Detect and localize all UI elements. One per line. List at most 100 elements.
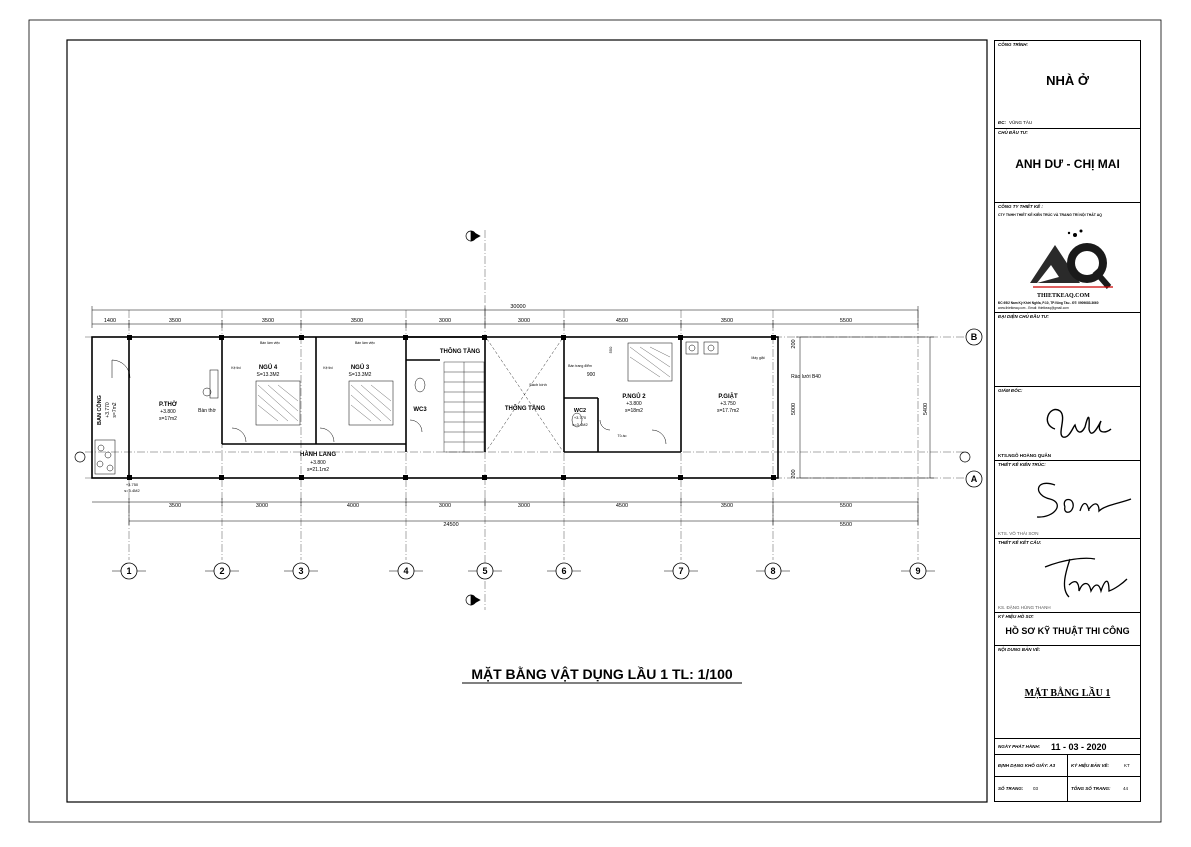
- so-trang: 03: [1033, 786, 1039, 791]
- ky-hieu-ban-ve: KT: [1124, 763, 1130, 768]
- tk-ket-cau-name: KS. ĐẶNG HÙNG THANH: [998, 605, 1051, 610]
- grid-label-2: 2: [219, 566, 224, 576]
- architect-cell: THIẾT KẾ KIẾN TRÚC: KTS. VÕ THÁI SƠN: [995, 461, 1140, 539]
- hanh-lang-name: HÀNH LANG: [300, 451, 336, 458]
- cty-label: CÔNG TY THIẾT KẾ :: [998, 204, 1043, 209]
- architect-signature: [1036, 482, 1132, 518]
- p-tho-level: +3.800: [160, 409, 176, 415]
- rao-luoi-label: Rào lưới B40: [791, 374, 821, 380]
- address-label: ĐC:: [998, 120, 1006, 125]
- thong-tang-small: THÔNG TẦNG: [440, 347, 481, 355]
- director-signature: [1046, 408, 1112, 438]
- owner-cell: CHỦ ĐẦU TƯ: ANH DƯ - CHỊ MAI: [995, 129, 1140, 203]
- ky-hieu-ho-so-label: KÝ HIỆU HỒ SƠ:: [998, 614, 1034, 619]
- p-tho-area: s=17m2: [159, 416, 177, 422]
- dim-bottom-3: 4000: [347, 503, 359, 509]
- company-web: www.thietkeaq.com - Email: thietkeaq@gma…: [998, 306, 1069, 310]
- dim-total-top: 30000: [510, 304, 525, 310]
- wc3-name: WC3: [413, 407, 427, 413]
- dim-right-1: 200: [791, 339, 797, 348]
- dim-bottom-2: 3000: [256, 503, 268, 509]
- ngu3-name: NGỦ 3: [351, 364, 370, 371]
- ban-cong-name: BAN CÔNG: [95, 395, 103, 425]
- dimension-texts: 30000 1400 3500 3500 3500 3000 3000 4500…: [104, 304, 929, 528]
- grid-label-4: 4: [403, 566, 408, 576]
- bottom-small-1: +3.750: [126, 482, 139, 487]
- sach-kinh-label: Sách kính: [529, 382, 547, 387]
- p-giat-area: s=17.7m2: [717, 408, 739, 414]
- project-cell: CÔNG TRÌNH: NHÀ Ở ĐC: VŨNG TÀU: [995, 41, 1140, 129]
- p-ngu2-area: s=18m2: [625, 408, 643, 414]
- grid-label-8: 8: [770, 566, 775, 576]
- section-markers: [74, 230, 971, 606]
- dim-bottom-7: 3500: [721, 503, 733, 509]
- ngay-label: NGÀY PHÁT HÀNH:: [998, 744, 1041, 749]
- dim-top-9: 5500: [840, 318, 852, 324]
- columns: [127, 335, 776, 480]
- dim-top-3: 3500: [262, 318, 274, 324]
- grid-label-a: A: [971, 474, 978, 484]
- dim-top-2: 3500: [169, 318, 181, 324]
- drawing-title: MẶT BẰNG VẬT DỤNG LẦU 1 TL: 1/100: [471, 665, 733, 682]
- grid-label-9: 9: [915, 566, 920, 576]
- ngu4-desk-label: Bàn làm việc: [260, 341, 280, 345]
- dim-top-6: 3000: [518, 318, 530, 324]
- ngu3-area: S=13.3M2: [349, 372, 372, 378]
- tu-ao-label: Tủ áo: [618, 434, 627, 438]
- logo-site: THIETKEAQ.COM: [1037, 293, 1090, 299]
- grid-lines: [85, 230, 965, 610]
- p-ngu2-name: P.NGỦ 2: [622, 393, 646, 400]
- engineer-signature: [1044, 557, 1128, 598]
- grid-labels: 1 2 3 4 5 6 7 8 9 B A: [126, 332, 977, 576]
- dim-bottom-8: 5500: [840, 503, 852, 509]
- wc2-name: WC2: [574, 408, 586, 414]
- ban-cong-area: s=7m2: [112, 402, 118, 417]
- ban-trang-diem-label: Bàn trang điểm: [568, 364, 592, 368]
- doors: [111, 359, 667, 445]
- drawing-frame: [66, 39, 988, 803]
- representative-cell: ĐẠI DIỆN CHỦ ĐẦU TƯ:: [995, 313, 1140, 387]
- ngu4-tv-label: Kệ tivi: [231, 366, 241, 370]
- dim-bottom-4: 3000: [439, 503, 451, 509]
- cong-trinh-label: CÔNG TRÌNH:: [998, 42, 1028, 47]
- tk-kien-truc-label: THIẾT KẾ KIẾN TRÚC:: [998, 462, 1046, 467]
- content-cell: NỘI DUNG BẢN VẼ: MẶT BẰNG LẦU 1: [995, 646, 1140, 739]
- director-cell: GIÁM ĐỐC: KTS.NGÔ HOÀNG QUÂN: [995, 387, 1140, 461]
- structure-cell: THIẾT KẾ KẾT CẤU: KS. ĐẶNG HÙNG THANH: [995, 539, 1140, 613]
- dim-550: 550: [608, 346, 613, 353]
- company-cell: CÔNG TY THIẾT KẾ : CTY TNHH THIẾT KẾ KIẾ…: [995, 203, 1140, 313]
- ngu3-tv-label: Kệ tivi: [323, 366, 333, 370]
- ban-tho-label: Bàn thờ: [198, 408, 216, 414]
- p-tho-name: P.THỜ: [159, 400, 178, 408]
- beds: [255, 342, 673, 426]
- so-trang-label: SỐ TRANG:: [998, 786, 1024, 791]
- noi-dung-label: NỘI DUNG BẢN VẼ:: [998, 647, 1041, 652]
- pages-cell: SỐ TRANG: 03 TỔNG SỐ TRANG: 44: [995, 777, 1140, 801]
- owner-name: ANH DƯ - CHỊ MAI: [1015, 157, 1120, 171]
- company-address: ĐC:95/2 Nam Kỳ Khởi Nghĩa, P.10, TP.Vũng…: [998, 301, 1099, 305]
- dim-right-3: 200: [791, 469, 797, 478]
- ngu3-desk-label: Bàn làm việc: [355, 341, 375, 345]
- ky-hieu-ho-so: HỒ SƠ KỸ THUẬT THI CÔNG: [1005, 626, 1130, 636]
- top-dimensions: [91, 306, 934, 525]
- walls: [91, 336, 779, 479]
- p-giat-level: +3.750: [720, 401, 736, 407]
- grid-label-6: 6: [561, 566, 566, 576]
- p-ngu2-level: +3.800: [626, 401, 642, 407]
- project-name: NHÀ Ở: [1046, 73, 1089, 88]
- grid-label-7: 7: [678, 566, 683, 576]
- plants: [94, 439, 116, 475]
- dim-bottom-1: 3500: [169, 503, 181, 509]
- ngay: 11 - 03 - 2020: [1051, 742, 1107, 752]
- void-cross: [486, 338, 563, 451]
- wc2-area: s=3.4M2: [572, 422, 588, 427]
- outer-border: [28, 19, 1162, 823]
- tk-kien-truc-name: KTS. VÕ THÁI SƠN: [998, 531, 1039, 536]
- stairs: [443, 361, 485, 453]
- ban-cong-level: +3.770: [105, 402, 111, 418]
- grid-label-b: B: [971, 332, 978, 342]
- ky-hieu-ban-ve-label: KÝ HIỆU BẢN VẼ:: [1071, 763, 1110, 768]
- room-labels: BAN CÔNG +3.770 s=7m2 P.THỜ +3.800 s=17m…: [95, 341, 821, 493]
- sanitary: [202, 341, 719, 428]
